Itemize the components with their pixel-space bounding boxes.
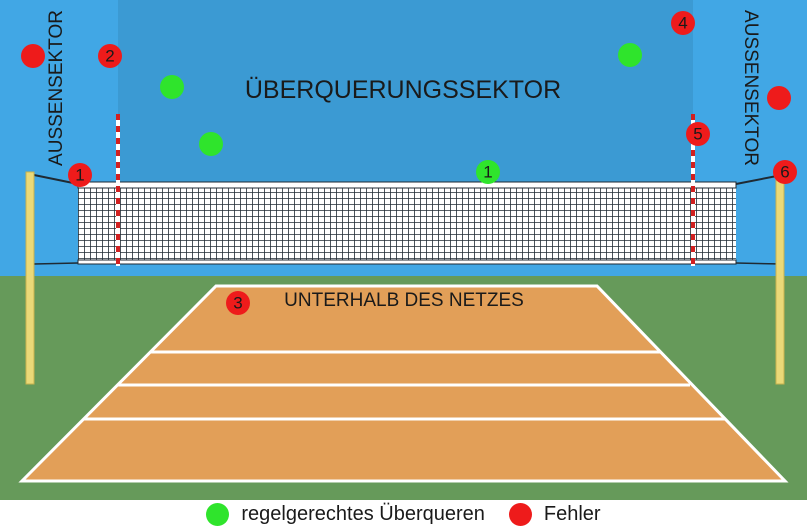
svg-text:6: 6 bbox=[780, 163, 789, 182]
left-lower-cable bbox=[33, 262, 79, 265]
legend-legal-label: regelgerechtes Überqueren bbox=[241, 503, 485, 525]
legend-item-legal: regelgerechtes Überqueren bbox=[206, 503, 485, 526]
legal-crossing-marker bbox=[618, 43, 642, 67]
crossing-sector-label: ÜBERQUERUNGSSEKTOR bbox=[245, 76, 561, 104]
fault-marker-6: 6 bbox=[773, 160, 797, 184]
legal-marker-1: 1 bbox=[476, 160, 500, 184]
fault-marker-4: 4 bbox=[671, 11, 695, 35]
below-net-label: UNTERHALB DES NETZES bbox=[284, 290, 524, 311]
fault-marker-1: 1 bbox=[68, 163, 92, 187]
net bbox=[77, 181, 737, 265]
svg-text:2: 2 bbox=[105, 47, 114, 66]
legal-dot-icon bbox=[206, 503, 230, 526]
legal-crossing-marker bbox=[160, 75, 184, 99]
fault-dot-icon bbox=[508, 503, 532, 526]
fault-marker-5: 5 bbox=[686, 122, 710, 146]
left-post bbox=[25, 171, 35, 385]
legend-item-fault: Fehler bbox=[508, 503, 601, 526]
legal-crossing-marker bbox=[199, 132, 223, 156]
right-lower-cable bbox=[735, 262, 783, 265]
svg-text:4: 4 bbox=[678, 14, 687, 33]
outer-sector-right-label: AUSSENSEKTOR bbox=[740, 10, 761, 166]
outer-sector-left-label: AUSSENSEKTOR bbox=[46, 10, 67, 166]
svg-text:5: 5 bbox=[693, 125, 702, 144]
svg-text:1: 1 bbox=[483, 163, 492, 182]
legend-fault-label: Fehler bbox=[543, 503, 601, 525]
fault-marker bbox=[21, 44, 45, 68]
fault-marker-2: 2 bbox=[98, 44, 122, 68]
svg-text:1: 1 bbox=[75, 166, 84, 185]
fault-marker-3: 3 bbox=[226, 291, 250, 315]
court bbox=[18, 284, 789, 483]
legend: regelgerechtes Überqueren Fehler bbox=[0, 500, 807, 529]
right-post bbox=[775, 171, 785, 385]
volleyball-net-diagram: ÜBERQUERUNGSSEKTOR AUSSENSEKTOR AUSSENSE… bbox=[0, 0, 807, 500]
svg-text:3: 3 bbox=[233, 294, 242, 313]
fault-marker bbox=[767, 86, 791, 110]
